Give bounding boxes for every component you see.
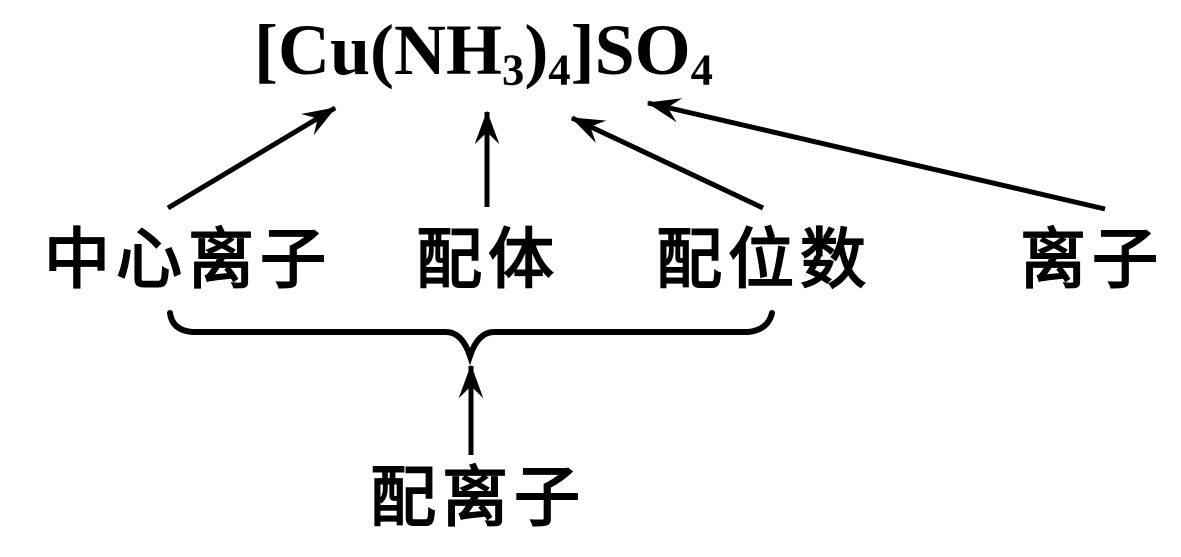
label-complex-ion: 配离子 [370, 462, 586, 535]
label-coordination-number: 配位数 [656, 224, 872, 297]
arrow-central-ion-to-formula [166, 105, 337, 211]
arrow-coordination-number-to-formula [570, 115, 765, 211]
label-ligand: 配体 [416, 224, 560, 297]
arrow-ion-to-formula [646, 98, 1106, 212]
label-outer-ion: 离子 [1020, 224, 1164, 297]
underbrace-complex-ion [167, 310, 775, 366]
label-central-ion: 中心离子 [44, 224, 332, 297]
chemical-formula: [Cu(NH3)4]SO4 [254, 10, 713, 95]
